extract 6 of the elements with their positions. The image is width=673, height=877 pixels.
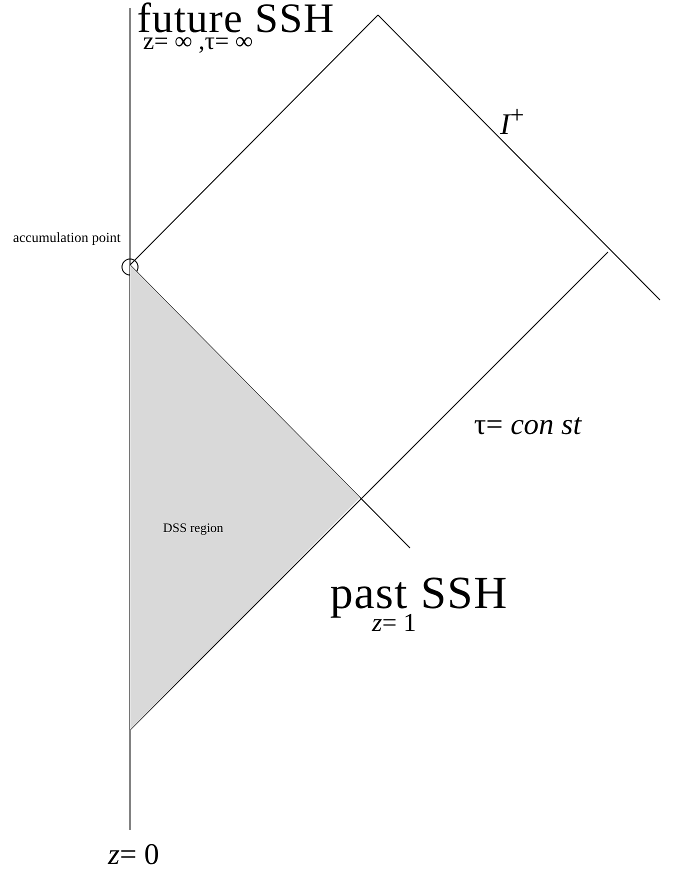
curve-label: τ= con st [474, 410, 582, 440]
point-label: accumulation point [13, 230, 122, 248]
coordinate-label: z= 1 [372, 610, 416, 636]
region-label: DSS region [163, 521, 224, 534]
coordinate-label: z= 0 [108, 840, 160, 870]
infinity-label: I$^{+}$ [500, 103, 524, 140]
